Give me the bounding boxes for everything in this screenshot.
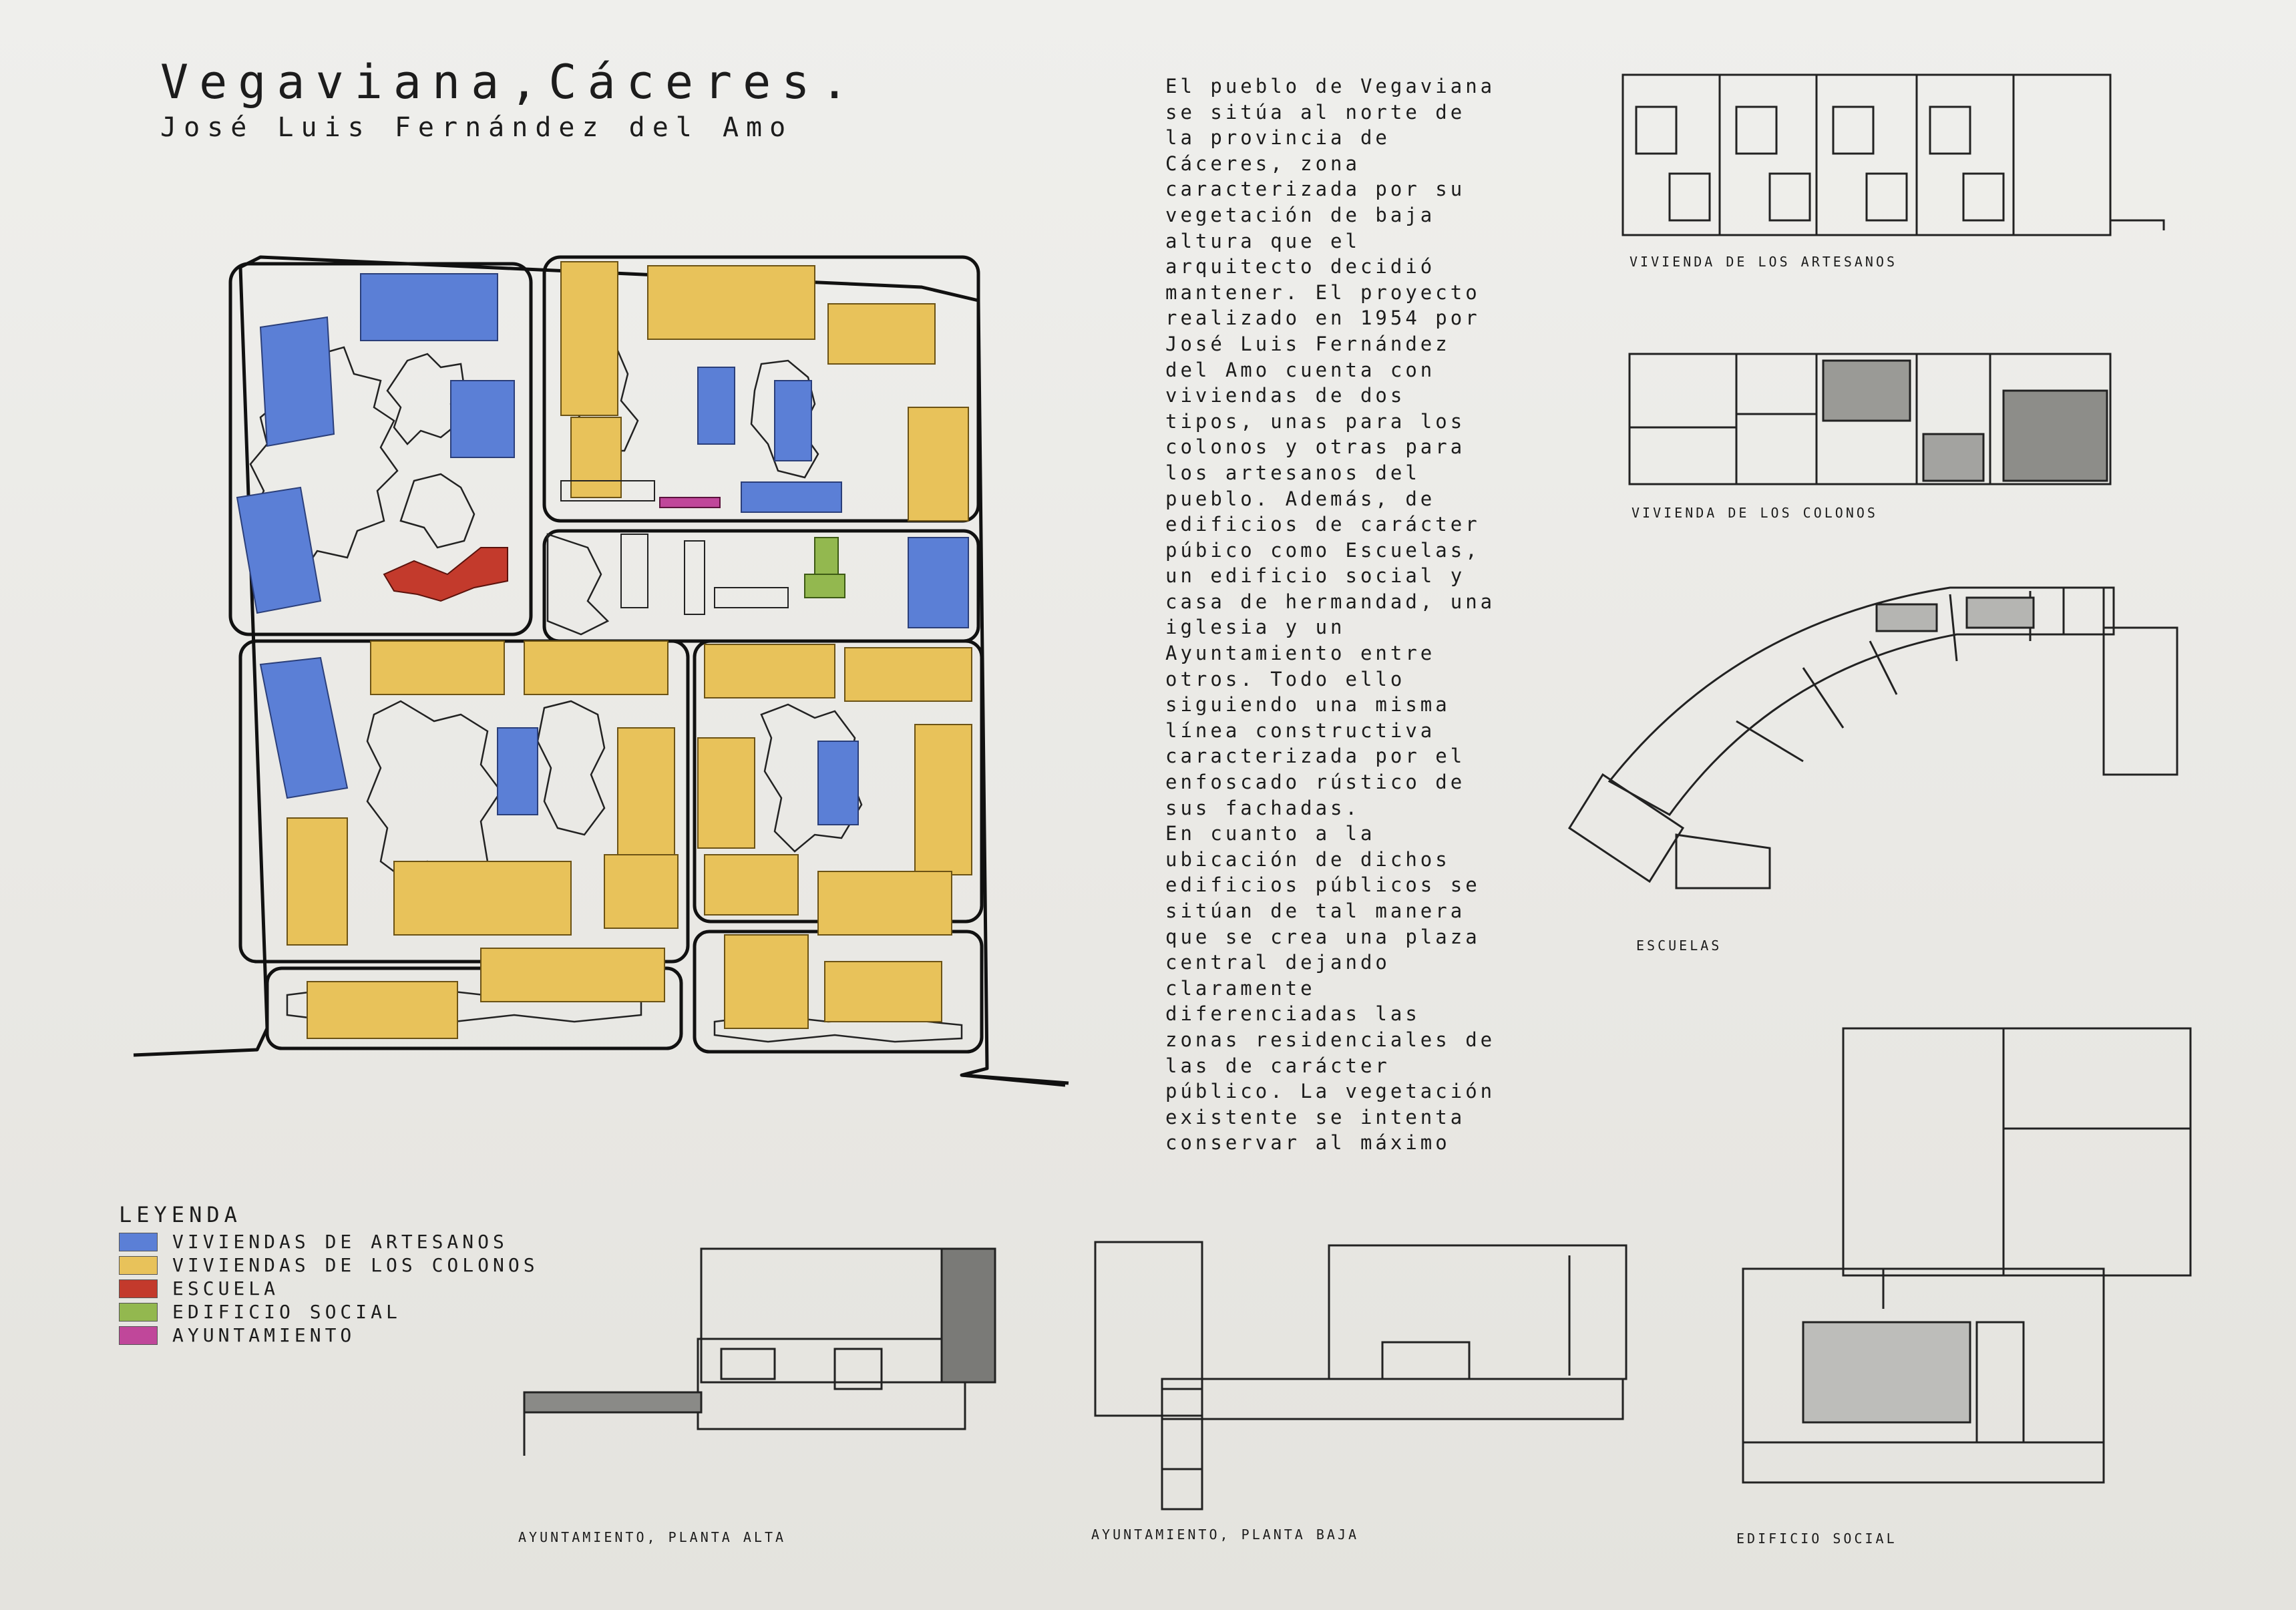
description-line: línea constructiva: [1165, 719, 1436, 742]
description-line: sitúan de tal manera: [1165, 899, 1466, 922]
legend-swatch: [119, 1255, 158, 1275]
description-line: iglesia y un: [1165, 616, 1346, 639]
description-line: pueblo. Además, de: [1165, 487, 1436, 510]
caption-edificio-social: EDIFICIO SOCIAL: [1736, 1531, 1897, 1547]
plan-ayto-baja: [1094, 1241, 1628, 1511]
description-line: central dejando: [1165, 951, 1390, 974]
description-line: realizado en 1954 por: [1165, 307, 1481, 330]
caption-artesanos: VIVIENDA DE LOS ARTESANOS: [1630, 254, 1898, 270]
description-line: caracterizada por el: [1165, 745, 1466, 768]
legend-label: AYUNTAMIENTO: [172, 1324, 356, 1346]
legend-swatch: [119, 1302, 158, 1322]
description-line: del Amo cuenta con: [1165, 358, 1436, 381]
legend-item-escuela: ESCUELA: [119, 1277, 539, 1300]
legend-title: LEYENDA: [119, 1202, 242, 1227]
legend: LEYENDA VIVIENDAS DE ARTESANOS VIVIENDAS…: [119, 1202, 539, 1347]
caption-ayuntamiento-alta: AYUNTAMIENTO, PLANTA ALTA: [518, 1529, 787, 1545]
description-line: que se crea una plaza: [1165, 925, 1481, 948]
caption-ayuntamiento-baja: AYUNTAMIENTO, PLANTA BAJA: [1091, 1527, 1360, 1543]
legend-label: VIVIENDAS DE ARTESANOS: [172, 1231, 508, 1253]
description-line: altura que el: [1165, 229, 1360, 252]
description-line: viviendas de dos: [1165, 384, 1406, 407]
description-line: ubicación de dichos: [1165, 847, 1451, 871]
description-line: público. La vegetación: [1165, 1080, 1496, 1103]
legend-item-colonos: VIVIENDAS DE LOS COLONOS: [119, 1253, 539, 1277]
plan-artesanos: [1621, 73, 2165, 236]
description-line: púbico como Escuelas,: [1165, 538, 1481, 562]
description-line: la provincia de: [1165, 126, 1390, 150]
description-line: edificios de carácter: [1165, 513, 1481, 536]
caption-colonos: VIVIENDA DE LOS COLONOS: [1632, 505, 1878, 521]
description-line: colonos y otras para: [1165, 435, 1466, 459]
page-title: Vegaviana,Cáceres.: [160, 55, 859, 110]
description-line: los artesanos del: [1165, 461, 1420, 484]
plan-colonos: [1628, 353, 2112, 485]
description-line: diferenciadas las: [1165, 1002, 1420, 1026]
description-line: existente se intenta: [1165, 1105, 1466, 1129]
legend-swatch: [119, 1232, 158, 1251]
description-line: El pueblo de Vegaviana: [1165, 75, 1496, 97]
description-line: tipos, unas para los: [1165, 409, 1466, 433]
description-line: edificios públicos se: [1165, 873, 1481, 897]
plan-ayto-alta: [523, 1247, 996, 1456]
description-line: José Luis Fernández: [1165, 332, 1451, 355]
legend-item-edificio-social: EDIFICIO SOCIAL: [119, 1300, 539, 1324]
legend-item-ayuntamiento: AYUNTAMIENTO: [119, 1324, 539, 1347]
description-line: arquitecto decidió: [1165, 255, 1436, 278]
description-line: Cáceres, zona: [1165, 152, 1360, 175]
plan-edificio-social: [1742, 1027, 2192, 1484]
legend-item-artesanos: VIVIENDAS DE ARTESANOS: [119, 1230, 539, 1253]
description-line: zonas residenciales de: [1165, 1028, 1496, 1051]
legend-swatch: [119, 1279, 158, 1298]
description-line: las de carácter: [1165, 1054, 1390, 1077]
description-line: En cuanto a la: [1165, 822, 1376, 845]
description-line: claramente: [1165, 976, 1316, 1000]
page-subtitle: José Luis Fernández del Amo: [160, 112, 793, 143]
description-line: mantener. El proyecto: [1165, 280, 1481, 304]
description-line: conservar al máximo: [1165, 1131, 1451, 1155]
plan-escuelas: [1567, 586, 2178, 889]
description-line: sus fachadas.: [1165, 796, 1360, 819]
description-line: enfoscado rústico de: [1165, 771, 1466, 794]
description-line: caracterizada por su: [1165, 178, 1466, 201]
project-description: El pueblo de Vegaviana se sitúa al norte…: [1165, 73, 1526, 1156]
description-line: siguiendo una misma: [1165, 693, 1451, 717]
description-line: vegetación de baja: [1165, 203, 1436, 226]
description-line: otros. Todo ello: [1165, 667, 1406, 690]
description-line: un edificio social y: [1165, 564, 1466, 588]
legend-label: VIVIENDAS DE LOS COLONOS: [172, 1254, 539, 1276]
description-line: casa de hermandad, una: [1165, 590, 1496, 613]
legend-swatch: [119, 1326, 158, 1345]
description-line: Ayuntamiento entre: [1165, 642, 1436, 665]
legend-label: EDIFICIO SOCIAL: [172, 1301, 401, 1323]
caption-escuelas: ESCUELAS: [1636, 938, 1722, 954]
legend-label: ESCUELA: [172, 1277, 280, 1299]
description-line: se sitúa al norte de: [1165, 100, 1466, 124]
